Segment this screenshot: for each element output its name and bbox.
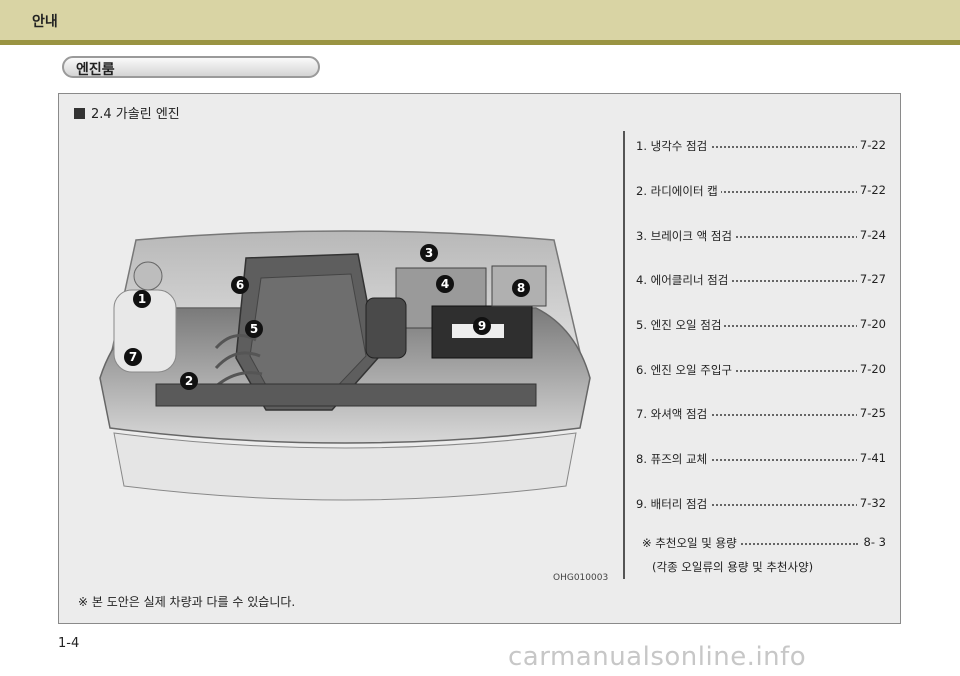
watermark: carmanualsonline.info [508,642,807,672]
footnote: ※ 본 도안은 실제 차량과 다를 수 있습니다. [78,595,296,609]
svg-text:4: 4 [441,277,449,291]
svg-text:3: 3 [425,246,433,260]
svg-text:6: 6 [236,278,244,292]
section-title-pill: 엔진룸 [62,56,320,78]
svg-text:5: 5 [250,322,258,336]
toc-note-subtext: (각종 오일류의 용량 및 추천사양) [652,560,814,574]
svg-text:8: 8 [517,281,525,295]
header-bar [0,0,960,40]
header-title: 안내 [32,14,58,30]
callout-7: 7 [124,348,142,366]
svg-text:2: 2 [185,374,193,388]
callout-2: 2 [180,372,198,390]
subheading-text: 2.4 가솔린 엔진 [91,107,180,122]
engine-bay-illustration: 1 2 3 4 5 6 7 8 9 [99,230,591,501]
callout-8: 8 [512,279,530,297]
callout-4: 4 [436,275,454,293]
page-number: 1-4 [58,636,80,651]
callout-9: 9 [473,317,491,335]
callout-3: 3 [420,244,438,262]
header-rule [0,40,960,45]
svg-text:7: 7 [129,350,137,364]
subheading: 2.4 가솔린 엔진 [74,103,180,122]
callout-1: 1 [133,290,151,308]
section-title: 엔진룸 [76,62,115,78]
toc-divider [623,131,625,579]
callout-6: 6 [231,276,249,294]
svg-text:1: 1 [138,292,146,306]
image-code: OHG010003 [553,573,609,583]
callout-5: 5 [245,320,263,338]
svg-text:9: 9 [478,319,486,333]
callout-markers: 1 2 3 4 5 6 7 8 9 [124,244,530,390]
square-bullet-icon [74,108,85,119]
